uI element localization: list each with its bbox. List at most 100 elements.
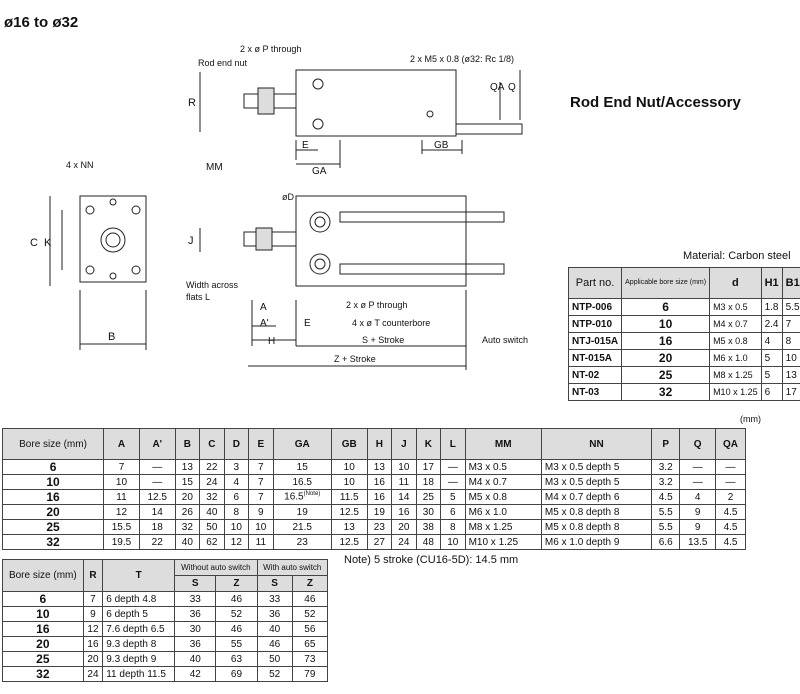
- table-cell: M8 x 1.25: [709, 366, 762, 384]
- table-cell: 40: [174, 534, 201, 550]
- table-cell: M10 x 1.25: [709, 383, 762, 401]
- table-cell: 19: [272, 504, 332, 520]
- table-cell: NTP-006: [567, 298, 623, 316]
- table-cell: 7: [248, 474, 274, 490]
- table-cell: L: [440, 428, 466, 460]
- table-cell: 4.5: [715, 504, 746, 520]
- table-cell: M3 x 0.5: [464, 459, 542, 475]
- table-cell: 9.3 depth 8: [102, 636, 176, 652]
- label-gb: GB: [434, 140, 449, 151]
- table-cell: GB: [330, 428, 368, 460]
- rod-end-nut-shape: [257, 87, 275, 115]
- st-header-t: T: [102, 559, 176, 592]
- label-flats: flats L: [186, 292, 210, 302]
- table-cell: 46: [215, 621, 258, 637]
- table-cell: 46: [215, 591, 258, 607]
- table-cell: M5 x 0.8: [709, 332, 762, 350]
- table-cell: 4: [223, 474, 250, 490]
- table-cell: 20: [621, 349, 711, 367]
- table-cell: 16: [391, 504, 417, 520]
- table-cell: M4 x 0.7 depth 6: [540, 489, 653, 505]
- table-cell: 5: [760, 349, 783, 367]
- table-cell: 32: [1, 534, 105, 550]
- table-cell: 8: [440, 519, 466, 535]
- table-cell: M5 x 0.8 depth 8: [540, 519, 653, 535]
- table-cell: 30: [415, 504, 442, 520]
- table-cell: 7.6 depth 6.5: [102, 621, 176, 637]
- table-cell: 50: [199, 519, 225, 535]
- table-cell: 25: [621, 366, 711, 384]
- table-cell: 56: [291, 621, 329, 637]
- table-cell: 2.4: [760, 315, 783, 333]
- table-cell: 9: [679, 519, 717, 535]
- table-cell: 15: [272, 459, 332, 475]
- table-cell: NTP-010: [567, 315, 623, 333]
- side-view-bore: [100, 227, 126, 253]
- table-cell: 36: [256, 606, 293, 622]
- label-qa: QA: [490, 82, 505, 93]
- table-cell: 40: [256, 621, 293, 637]
- table-cell: Q: [679, 428, 717, 460]
- table-cell: 4: [760, 332, 783, 350]
- table-cell: 10: [2, 606, 84, 622]
- table-cell: MM: [464, 428, 542, 460]
- label-t-counterbore: 4 x ø T counterbore: [352, 318, 430, 328]
- table-cell: 4.5: [651, 489, 681, 505]
- unit-label: (mm): [740, 414, 761, 424]
- table-cell: NTJ-015A: [567, 332, 623, 350]
- table-cell: 2: [715, 489, 746, 505]
- table-cell: M5 x 0.8 depth 8: [540, 504, 653, 520]
- table-cell: —: [440, 474, 466, 490]
- table-cell: 16.5: [272, 474, 332, 490]
- table-cell: 13: [174, 459, 201, 475]
- table-cell: 19: [366, 504, 393, 520]
- table-cell: 20: [391, 519, 417, 535]
- table-cell: 11 depth 11.5: [102, 666, 176, 682]
- label-a: A: [260, 302, 267, 313]
- table-cell: 10: [330, 459, 368, 475]
- label-e-top: E: [302, 140, 309, 151]
- table-cell: 13: [330, 519, 368, 535]
- table-cell: 16: [366, 489, 393, 505]
- table-cell: 4.5: [715, 519, 746, 535]
- st-header-s: S: [174, 575, 217, 592]
- label-rod-end-nut: Rod end nut: [198, 58, 248, 68]
- table-cell: 11: [103, 489, 140, 505]
- table-cell: 17: [781, 383, 800, 401]
- label-m5-port: 2 x M5 x 0.8 (ø32: Rc 1/8): [410, 54, 514, 64]
- table-cell: 69: [215, 666, 258, 682]
- table-cell: M6 x 1.0: [709, 349, 762, 367]
- table-cell: 10: [103, 474, 140, 490]
- table-cell: 13.5: [679, 534, 717, 550]
- table-cell: M8 x 1.25: [464, 519, 542, 535]
- table-cell: 13: [781, 366, 800, 384]
- table-cell: E: [248, 428, 274, 460]
- table-cell: —: [679, 474, 717, 490]
- label-nn: 4 x NN: [66, 160, 94, 170]
- table-cell: 23: [272, 534, 332, 550]
- label-auto-switch: Auto switch: [482, 335, 528, 345]
- table-cell: C: [199, 428, 225, 460]
- table-cell: 6: [440, 504, 466, 520]
- table-cell: 12: [103, 504, 140, 520]
- table-cell: NT-02: [567, 366, 623, 384]
- acc-header: d: [709, 267, 762, 299]
- table-cell: QA: [715, 428, 746, 460]
- table-cell: 7: [248, 489, 274, 505]
- table-cell: 73: [291, 651, 329, 667]
- table-cell: M3 x 0.5 depth 5: [540, 474, 653, 490]
- table-cell: 15.5: [103, 519, 140, 535]
- port-hole-top: [312, 78, 324, 90]
- label-c: C: [30, 237, 38, 249]
- table-cell: 22: [199, 459, 225, 475]
- acc-header: B1: [781, 267, 800, 299]
- table-cell: 30: [174, 621, 217, 637]
